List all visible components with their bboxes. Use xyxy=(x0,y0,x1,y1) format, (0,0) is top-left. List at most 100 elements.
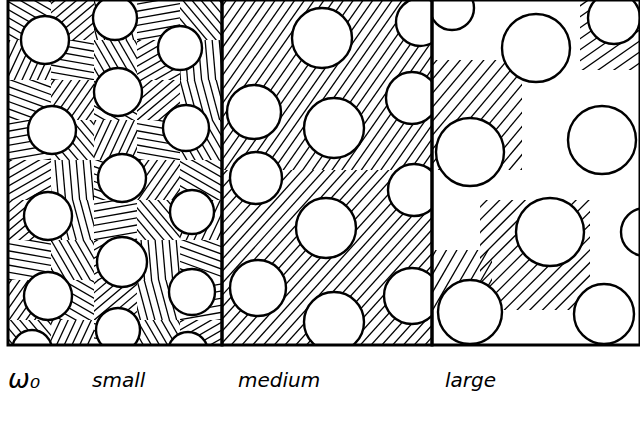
hatch-line xyxy=(195,0,222,33)
hatch-line xyxy=(8,160,51,192)
hatch-line xyxy=(154,240,160,280)
hatch-line xyxy=(83,200,94,240)
grain-circle xyxy=(168,332,208,345)
hatch-line xyxy=(8,160,49,180)
lamella-hatch xyxy=(432,60,522,170)
grain-circle xyxy=(432,0,474,30)
hatch-line xyxy=(68,160,74,200)
grain-circle xyxy=(163,105,209,151)
grain-circle xyxy=(169,269,215,315)
lamella-hatch xyxy=(180,280,222,320)
lamella-hatch xyxy=(180,120,222,160)
hatch-line xyxy=(51,320,56,345)
lamella-hatch xyxy=(180,320,222,345)
hatch-line xyxy=(211,40,217,80)
grain-circle xyxy=(568,106,636,174)
grain-circle xyxy=(502,14,570,82)
hatch-line xyxy=(168,240,174,280)
hatch-line xyxy=(51,70,94,80)
hatch-line xyxy=(182,160,222,180)
hatch-line xyxy=(137,280,145,320)
hatch-line xyxy=(222,0,371,170)
hatch-line xyxy=(350,43,432,170)
grain-circle xyxy=(436,118,504,186)
grain-circle xyxy=(304,98,364,158)
grain-circle xyxy=(384,268,432,324)
grain-circle xyxy=(588,0,640,44)
hatch-line xyxy=(597,46,640,70)
hatch-line xyxy=(251,0,411,170)
hatch-line xyxy=(8,240,51,247)
hatch-line xyxy=(161,240,167,280)
hatch-line xyxy=(61,160,67,200)
panel-label: medium xyxy=(238,370,320,390)
hatch-line xyxy=(144,69,180,80)
grain-circle xyxy=(438,280,502,344)
lamella-hatch xyxy=(222,0,432,170)
lamella-hatch xyxy=(8,40,51,80)
grain-circle xyxy=(93,0,137,40)
hatch-line xyxy=(51,320,75,345)
lamella-hatch xyxy=(580,0,640,70)
hatch-line xyxy=(140,320,173,345)
grain-circle xyxy=(304,292,364,345)
grain-circle xyxy=(94,68,142,116)
hatch-line xyxy=(60,320,88,345)
grain-circle xyxy=(296,198,356,258)
lamella-hatch xyxy=(94,240,137,280)
hatch-line xyxy=(8,156,51,160)
hatch-line xyxy=(82,160,88,200)
hatch-line xyxy=(180,244,222,267)
hatch-line xyxy=(8,84,51,107)
hatch-line xyxy=(75,160,81,200)
grain-circle xyxy=(388,164,432,216)
grain-circle xyxy=(621,208,640,256)
lamella-hatch xyxy=(137,40,180,80)
lamella-hatch xyxy=(8,320,51,345)
grain-circle xyxy=(292,8,352,68)
panel-frame xyxy=(8,0,222,345)
lamella-hatch xyxy=(94,160,137,200)
hatch-line xyxy=(245,0,405,170)
lamella-hatch xyxy=(51,120,94,160)
hatch-line xyxy=(78,90,94,120)
grain-circle xyxy=(396,0,432,46)
hatch-line xyxy=(85,322,94,345)
hatch-line xyxy=(356,47,432,170)
lamella-hatch xyxy=(222,170,432,345)
grain-circle xyxy=(227,85,281,139)
hatch-line xyxy=(137,200,173,240)
lamella-hatch xyxy=(180,200,222,240)
hatch-line xyxy=(73,320,94,345)
hatch-line xyxy=(137,150,180,160)
hatch-line xyxy=(60,240,93,280)
grain-circle xyxy=(21,16,69,64)
hatch-line xyxy=(73,240,94,279)
hatch-line xyxy=(180,316,222,320)
lamella-hatch xyxy=(51,320,94,345)
grain-circle xyxy=(96,308,140,345)
grain-circle xyxy=(24,272,72,320)
lamella-hatch xyxy=(94,0,137,40)
hatch-line xyxy=(225,0,385,170)
hatch-line xyxy=(51,320,63,345)
grain-circle xyxy=(170,190,214,234)
panel-frame xyxy=(222,0,432,345)
hatch-line xyxy=(146,160,180,200)
grain-circle xyxy=(24,192,72,240)
hatch-line xyxy=(94,223,137,235)
grain-circle xyxy=(230,260,286,316)
hatch-line xyxy=(137,209,163,240)
lamella-hatch xyxy=(94,320,137,345)
hatch-line xyxy=(142,280,159,320)
hatch-line xyxy=(480,200,586,306)
grain-circle xyxy=(230,152,282,204)
panel-label: small xyxy=(92,370,145,390)
lamella-hatch xyxy=(8,280,51,320)
grain-circle xyxy=(97,237,147,287)
grain-circle xyxy=(516,198,584,266)
hatch-line xyxy=(283,198,432,345)
hatch-line xyxy=(89,160,94,200)
